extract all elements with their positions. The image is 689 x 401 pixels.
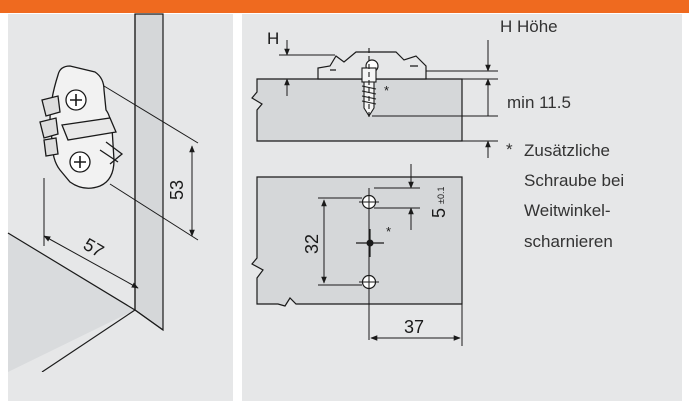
right-panel bbox=[242, 14, 682, 401]
asterisk-top: * bbox=[384, 83, 389, 98]
mounting-plate bbox=[39, 65, 124, 189]
board-plan bbox=[251, 176, 463, 307]
dim-5-tolerance: ±0.1 bbox=[436, 187, 446, 204]
min-depth-label: min 11.5 bbox=[507, 93, 571, 112]
note-line-2: Schraube bei bbox=[524, 171, 624, 190]
left-panel bbox=[7, 13, 233, 401]
extra-screw-point bbox=[366, 239, 374, 247]
note-asterisk: * bbox=[506, 140, 513, 159]
asterisk-plan: * bbox=[386, 224, 391, 239]
dim-height-label: 53 bbox=[167, 180, 187, 200]
note-line-1: Zusätzliche bbox=[524, 141, 610, 160]
note-line-4: scharnieren bbox=[524, 232, 613, 251]
h-label: H bbox=[267, 29, 279, 48]
h-legend: H Höhe bbox=[500, 17, 558, 36]
dim-5-label: 5 bbox=[429, 208, 449, 218]
board-section bbox=[251, 78, 463, 142]
cabinet-side-front bbox=[134, 13, 164, 332]
cabinet-bottom bbox=[8, 233, 135, 372]
dim-32-label: 32 bbox=[302, 234, 322, 254]
accent-top-bar bbox=[0, 0, 689, 13]
dim-37-label: 37 bbox=[404, 317, 424, 337]
note-line-3: Weitwinkel- bbox=[524, 201, 611, 220]
screw bbox=[361, 48, 377, 118]
